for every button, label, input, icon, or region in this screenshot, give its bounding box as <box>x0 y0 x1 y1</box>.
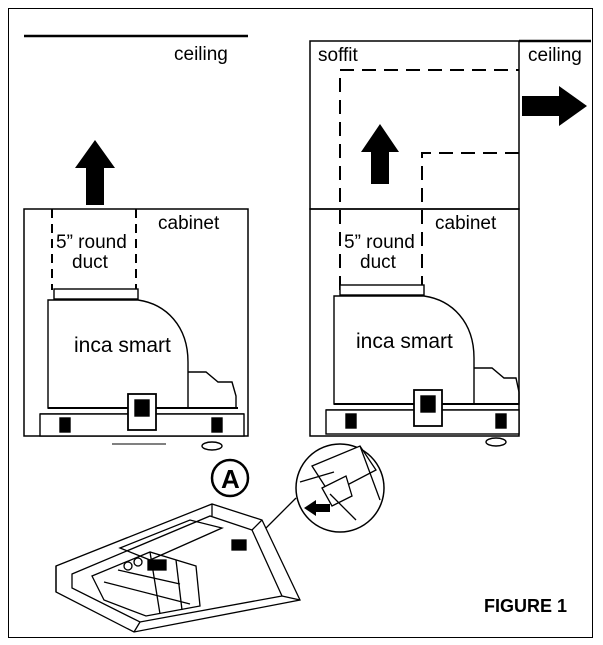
left-up-arrow-icon <box>75 140 115 205</box>
left-unit-label: inca smart <box>74 334 171 357</box>
right-hood-unit <box>325 284 520 447</box>
left-hood-unit <box>39 288 245 451</box>
right-ceiling-label: ceiling <box>528 45 582 66</box>
left-cabinet-label: cabinet <box>158 213 220 234</box>
right-duct-label-2: duct <box>360 252 397 273</box>
detail-slide-arrow-icon <box>304 500 330 516</box>
perspective-hood-drawing <box>55 503 301 633</box>
soffit-label: soffit <box>318 45 359 66</box>
right-duct-label-1: 5” round <box>344 232 415 253</box>
left-duct-label-1: 5” round <box>56 232 127 253</box>
right-cabinet-label: cabinet <box>435 213 497 234</box>
right-cabinet-box <box>309 208 520 437</box>
soffit-box <box>309 40 520 210</box>
right-duct-path <box>339 69 519 290</box>
detail-latch-drawing <box>299 445 381 521</box>
right-installation-panel: soffit ceiling cabinet 5” round duct <box>309 39 591 447</box>
callout-a-group: A <box>210 443 385 539</box>
right-unit-label: inca smart <box>356 330 453 353</box>
right-up-arrow-icon <box>361 124 399 184</box>
figure-label: FIGURE 1 <box>484 596 567 616</box>
callout-a-letter: A <box>221 464 240 494</box>
left-duct-label-2: duct <box>72 252 109 273</box>
right-arrow-icon <box>522 86 587 126</box>
left-ceiling-label: ceiling <box>174 44 228 65</box>
left-installation-panel: ceiling cabinet 5” round duct inca smart <box>23 34 249 451</box>
callout-a-circle <box>210 458 250 498</box>
